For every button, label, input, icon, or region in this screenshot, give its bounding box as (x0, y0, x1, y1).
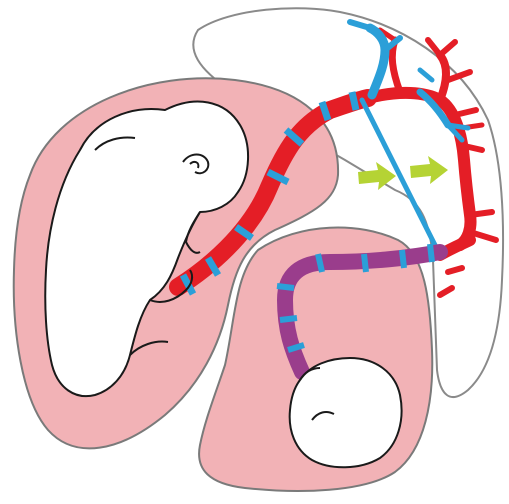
artery-fragment-1 (448, 268, 462, 272)
fetus-small (290, 358, 402, 467)
